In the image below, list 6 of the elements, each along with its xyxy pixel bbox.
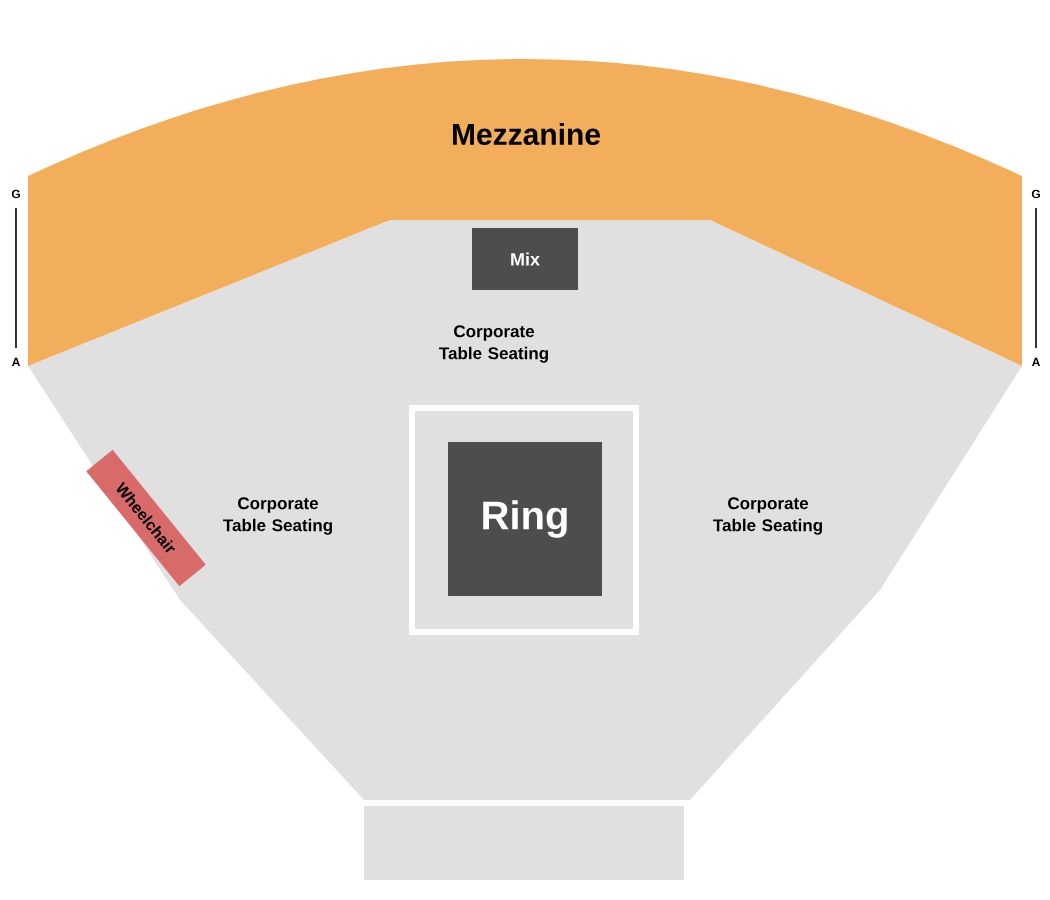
mix-booth: Mix [472, 228, 578, 290]
ring: Ring [448, 442, 602, 596]
section-label: Corporate Table Seating [439, 325, 548, 363]
floor-box [364, 806, 684, 880]
section-label: Corporate Table Seating [223, 497, 332, 535]
section-label: Corporate Table Seating [713, 497, 822, 535]
